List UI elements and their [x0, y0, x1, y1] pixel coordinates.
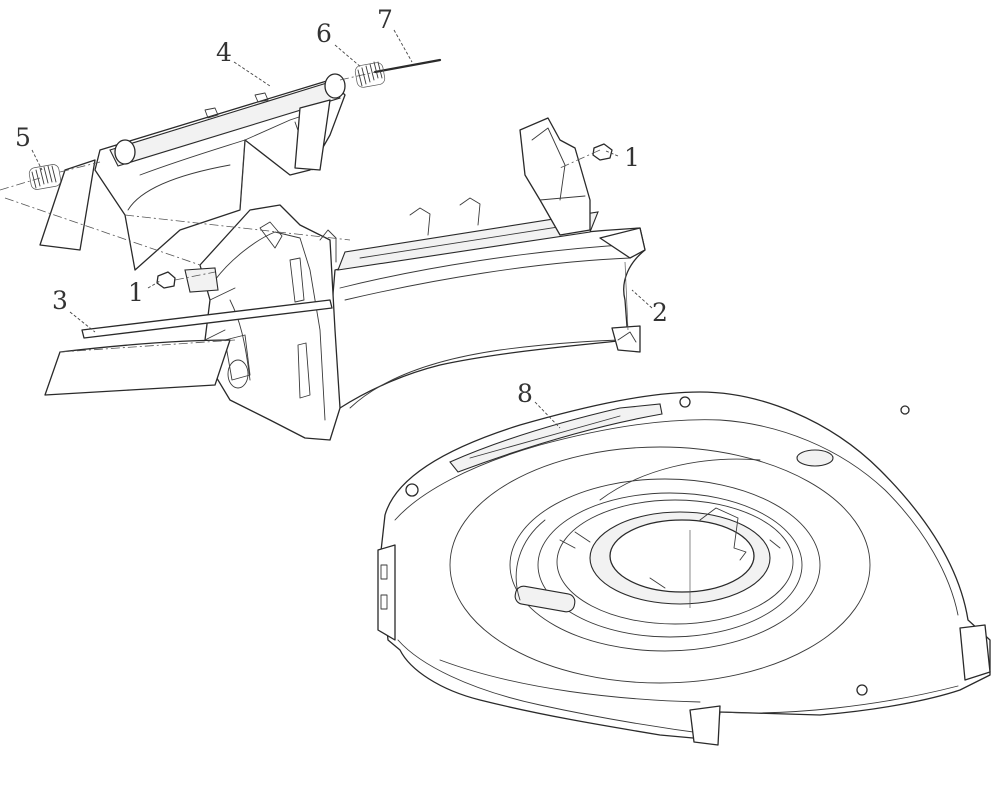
baffle-frame [329, 117, 646, 409]
rear-bracket [184, 204, 341, 441]
mower-deck [377, 391, 991, 746]
nut-left [156, 271, 176, 289]
callout-3: 3 [52, 286, 68, 315]
callout-1-right: 1 [624, 143, 640, 172]
callout-7: 7 [377, 5, 393, 34]
spring-left [28, 164, 62, 190]
callout-4: 4 [216, 38, 232, 67]
pin [339, 58, 442, 81]
spring-right [354, 61, 386, 88]
callout-labels: 1 2 3 4 5 6 7 1 8 [15, 5, 668, 408]
callout-8: 8 [517, 379, 533, 408]
hinge-rod [44, 299, 333, 396]
callout-6: 6 [316, 19, 332, 48]
callout-2: 2 [652, 298, 668, 327]
nut-right [592, 143, 613, 161]
callout-5: 5 [15, 123, 31, 152]
assembly-lines [0, 149, 601, 281]
leader-lines [31, 29, 653, 429]
callout-1-left: 1 [128, 278, 144, 307]
